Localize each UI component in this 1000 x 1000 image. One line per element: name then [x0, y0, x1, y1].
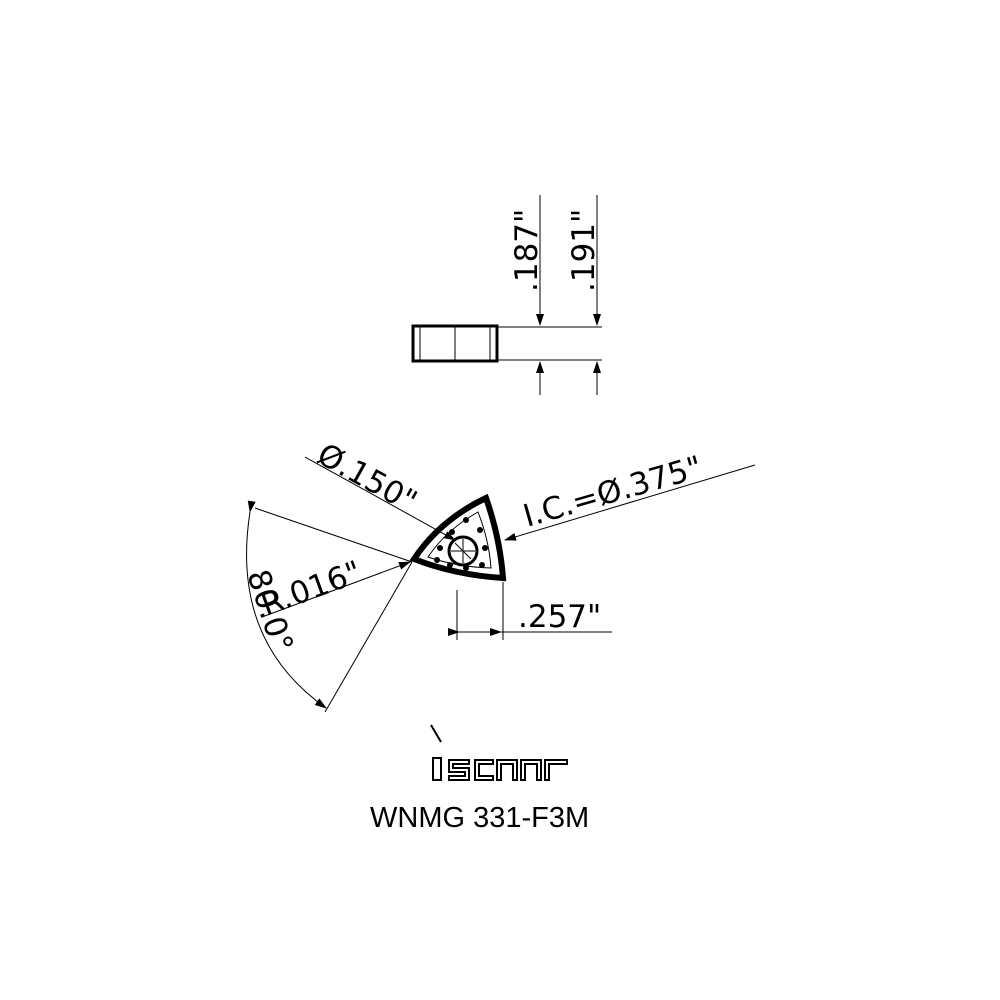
dim-inscribed-circle: I.C.=Ø.375": [519, 449, 706, 534]
angle-leg-upper: [254, 507, 413, 563]
dim-thickness-inner: .187": [509, 209, 545, 292]
side-view: .187" .191": [411, 195, 602, 395]
dim-thickness-outer: .191": [566, 209, 602, 292]
iscar-logo: [430, 724, 568, 781]
product-designation: WNMG 331-F3M: [370, 802, 589, 834]
top-view: Ø.150" I.C.=Ø.375" R.016" .257" 80.0°: [239, 437, 756, 713]
dim-hole-diameter: Ø.150": [311, 437, 423, 521]
angle-leg-lower: [324, 561, 413, 713]
angle-arc: [246, 500, 327, 709]
leader-hole: [304, 456, 456, 541]
leader-inscribed-circle: [504, 464, 756, 541]
dim-edge-length: .257": [518, 599, 601, 635]
